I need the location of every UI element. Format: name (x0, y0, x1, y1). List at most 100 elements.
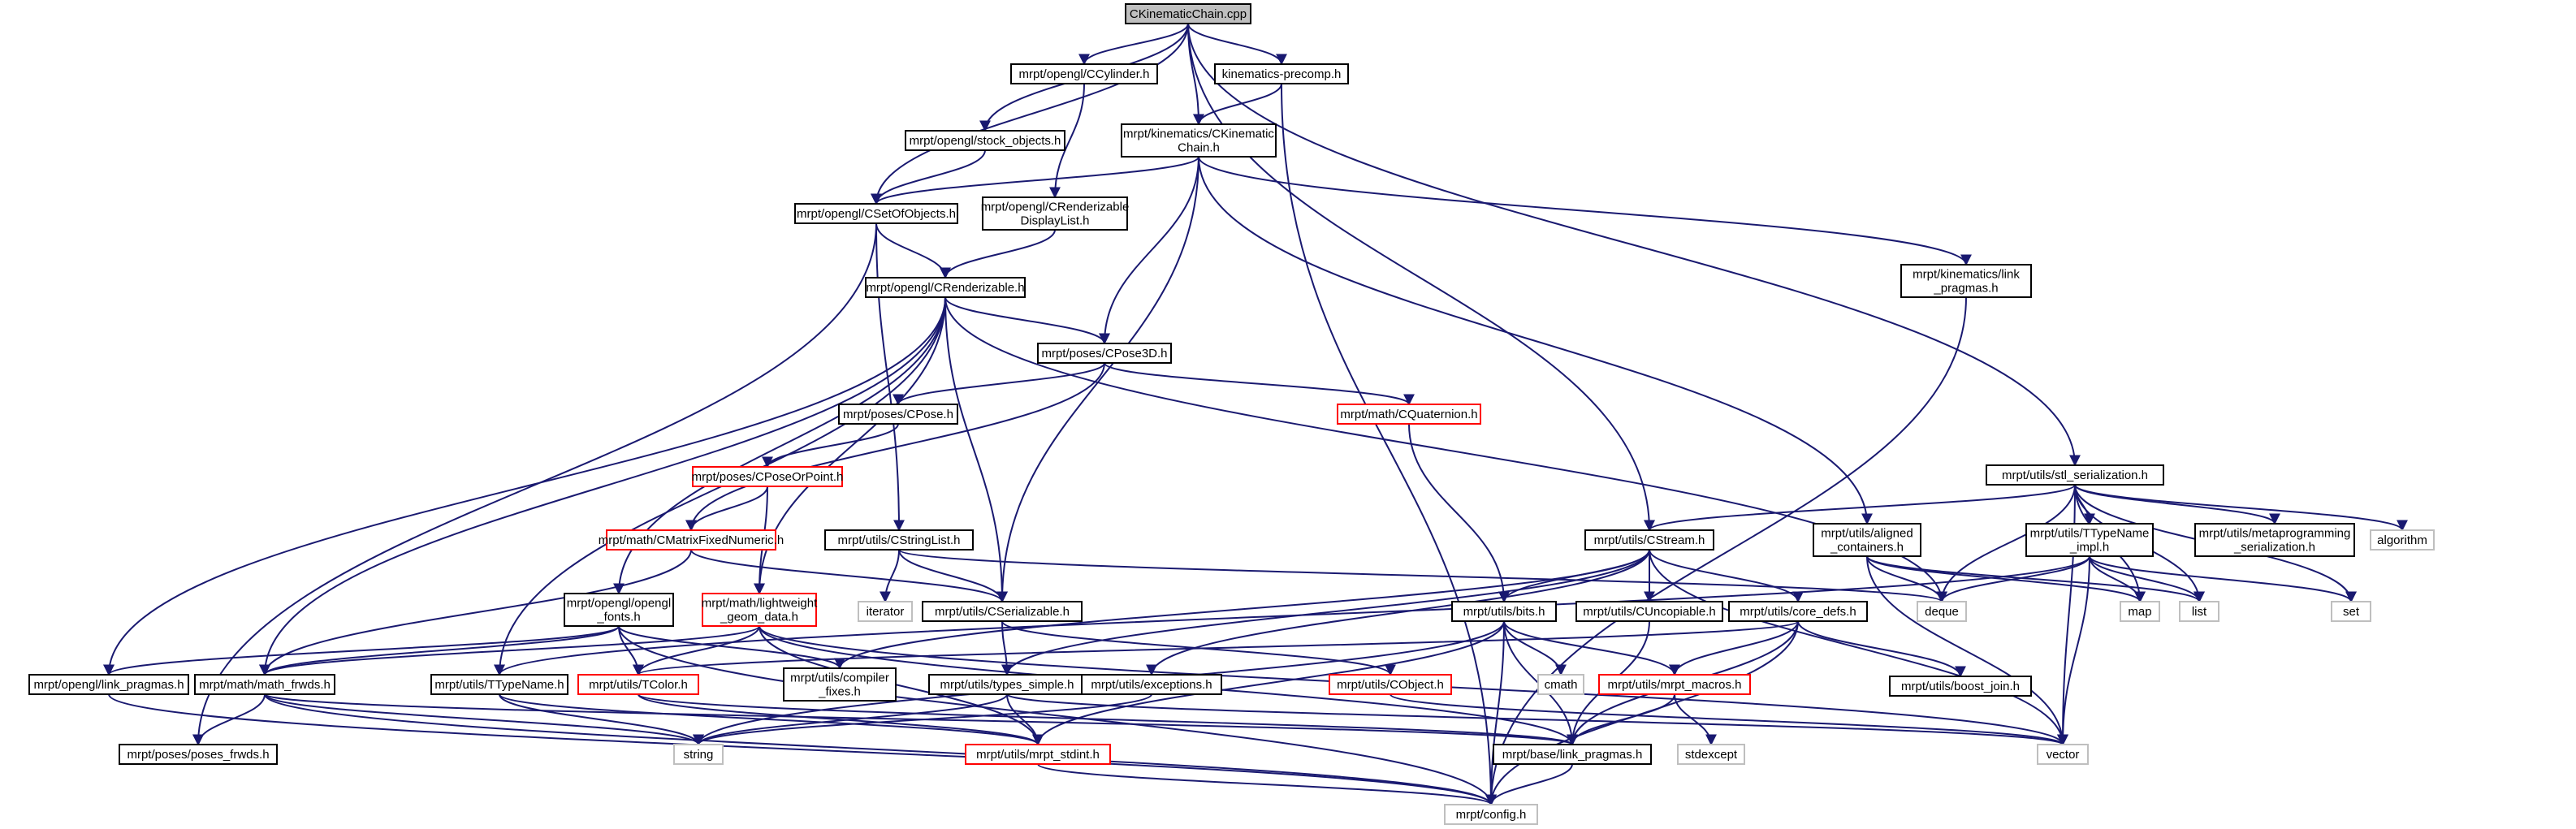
node-boostjoin[interactable]: mrpt/utils/boost_join.h (1889, 676, 2032, 697)
node-stockobj[interactable]: mrpt/opengl/stock_objects.h (905, 130, 1065, 151)
node-label-ccylinder-line0: mrpt/opengl/CCylinder.h (1019, 67, 1150, 81)
node-box-klinkpragmas (1900, 264, 2032, 298)
edge-typessimple-to-vector (1006, 693, 2068, 746)
node-label-ckinchain-line0: mrpt/kinematics/CKinematic (1123, 127, 1274, 141)
node-cpose3d[interactable]: mrpt/poses/CPose3D.h (1037, 343, 1172, 364)
node-tcolor[interactable]: mrpt/utils/TColor.h (577, 674, 699, 695)
node-label-bits-line0: mrpt/utils/bits.h (1463, 605, 1545, 619)
node-iterator[interactable]: iterator (858, 601, 913, 622)
node-ttypeimpl[interactable]: mrpt/utils/TTypeName_impl.h (2025, 523, 2154, 557)
node-klinkpragmas[interactable]: mrpt/kinematics/link_pragmas.h (1900, 264, 2032, 298)
edge-exceptions-to-string (693, 693, 1152, 746)
edge-stlser-to-metaprog (2074, 484, 2280, 525)
node-typessimple[interactable]: mrpt/utils/types_simple.h (928, 674, 1086, 695)
node-label-coredefs-line0: mrpt/utils/core_defs.h (1740, 605, 1856, 619)
node-box-ttypename (430, 674, 568, 695)
node-mrptstdint[interactable]: mrpt/utils/mrpt_stdint.h (965, 744, 1111, 765)
node-config[interactable]: mrpt/config.h (1444, 804, 1538, 825)
node-deque[interactable]: deque (1917, 601, 1967, 622)
node-ttypename[interactable]: mrpt/utils/TTypeName.h (430, 674, 568, 695)
node-cquat[interactable]: mrpt/math/CQuaternion.h (1337, 404, 1481, 425)
node-root[interactable]: CKinematicChain.cpp (1125, 3, 1251, 24)
node-list[interactable]: list (2179, 601, 2219, 622)
node-box-posesfrwds (119, 744, 278, 765)
node-vector[interactable]: vector (2037, 744, 2089, 765)
node-label-cpose3d-line0: mrpt/poses/CPose3D.h (1041, 347, 1167, 361)
node-box-deque (1917, 601, 1967, 622)
node-box-vector (2037, 744, 2089, 765)
node-lwgeom[interactable]: mrpt/math/lightweight_geom_data.h (702, 593, 818, 627)
edge-blinkpragmas-to-config (1485, 763, 1573, 806)
node-mrptmacros[interactable]: mrpt/utils/mrpt_macros.h (1598, 674, 1751, 695)
node-cposeorpoint[interactable]: mrpt/poses/CPoseOrPoint.h (692, 466, 844, 487)
edge-cstream-to-compfixes (834, 549, 1650, 670)
node-label-aligned-line1: _containers.h (1830, 541, 1904, 555)
node-compfixes[interactable]: mrpt/utils/compiler_fixes.h (783, 667, 897, 702)
node-box-string (673, 744, 724, 765)
node-exceptions[interactable]: mrpt/utils/exceptions.h (1081, 674, 1222, 695)
node-label-stdexcept-line0: stdexcept (1685, 748, 1738, 762)
edge-lwgeom-to-mrptstdint (759, 625, 1044, 746)
edge-openglfonts-to-olinkpragmas (103, 625, 620, 676)
node-label-stlser-line0: mrpt/utils/stl_serialization.h (2002, 468, 2148, 482)
node-metaprog[interactable]: mrpt/utils/metaprogramming_serialization… (2194, 523, 2355, 557)
edge-ttypeimpl-to-list (2089, 555, 2205, 603)
node-cmatfixed[interactable]: mrpt/math/CMatrixFixedNumeric.h (599, 529, 784, 551)
edge-root-to-kinprecomp (1187, 23, 1287, 66)
node-kinprecomp[interactable]: kinematics-precomp.h (1214, 63, 1349, 84)
node-crend[interactable]: mrpt/opengl/CRenderizable.h (865, 277, 1026, 298)
edge-cquat-to-bits (1408, 423, 1510, 603)
edge-klinkpragmas-to-config (1485, 296, 1967, 806)
node-label-csetobj-line0: mrpt/opengl/CSetOfObjects.h (797, 207, 956, 221)
node-olinkpragmas[interactable]: mrpt/opengl/link_pragmas.h (28, 674, 189, 695)
edge-cstream-to-vector (1649, 549, 2068, 746)
node-aligned[interactable]: mrpt/utils/aligned_containers.h (1813, 523, 1921, 557)
edge-cobject-to-vector (1390, 693, 2068, 746)
node-label-set-line0: set (2343, 605, 2360, 619)
node-openglfonts[interactable]: mrpt/opengl/opengl_fonts.h (564, 593, 674, 627)
node-stlser[interactable]: mrpt/utils/stl_serialization.h (1986, 464, 2164, 486)
node-cpose[interactable]: mrpt/poses/CPose.h (838, 404, 958, 425)
node-set[interactable]: set (2331, 601, 2371, 622)
node-box-iterator (858, 601, 913, 622)
node-ccylinder[interactable]: mrpt/opengl/CCylinder.h (1010, 63, 1158, 84)
node-algorithm[interactable]: algorithm (2370, 529, 2435, 551)
node-label-lwgeom-line1: _geom_data.h (720, 611, 798, 624)
edge-ttypename-to-string (499, 693, 704, 746)
node-stdexcept[interactable]: stdexcept (1677, 744, 1745, 765)
edge-cstringlist-to-deque (898, 549, 1947, 603)
node-label-mathfrwds-line0: mrpt/math/math_frwds.h (199, 678, 331, 692)
node-box-set (2331, 601, 2371, 622)
edge-aligned-to-list (1866, 555, 2205, 603)
node-csetobj[interactable]: mrpt/opengl/CSetOfObjects.h (794, 203, 958, 224)
node-blinkpragmas[interactable]: mrpt/base/link_pragmas.h (1493, 744, 1652, 765)
node-map[interactable]: map (2120, 601, 2160, 622)
node-box-ttypeimpl (2025, 523, 2154, 557)
node-cuncopi[interactable]: mrpt/utils/CUncopiable.h (1575, 601, 1723, 622)
node-label-string-line0: string (684, 748, 714, 762)
edge-cserial-to-typessimple (1001, 620, 1013, 676)
node-label-typessimple-line0: mrpt/utils/types_simple.h (940, 678, 1074, 692)
node-coredefs[interactable]: mrpt/utils/core_defs.h (1728, 601, 1868, 622)
node-mathfrwds[interactable]: mrpt/math/math_frwds.h (194, 674, 335, 695)
node-box-exceptions (1081, 674, 1222, 695)
node-box-config (1444, 804, 1538, 825)
node-cserial[interactable]: mrpt/utils/CSerializable.h (922, 601, 1083, 622)
node-box-root (1125, 3, 1251, 24)
edge-openglfonts-to-compfixes (618, 625, 845, 670)
node-cstream[interactable]: mrpt/utils/CStream.h (1584, 529, 1714, 551)
node-ckinchain[interactable]: mrpt/kinematics/CKinematicChain.h (1121, 123, 1277, 158)
node-label-mrptmacros-line0: mrpt/utils/mrpt_macros.h (1607, 678, 1741, 692)
node-label-vector-line0: vector (2047, 748, 2080, 762)
node-string[interactable]: string (673, 744, 724, 765)
node-label-cstringlist-line0: mrpt/utils/CStringList.h (838, 533, 961, 547)
node-box-map (2120, 601, 2160, 622)
node-posesfrwds[interactable]: mrpt/poses/poses_frwds.h (119, 744, 278, 765)
node-label-ttypeimpl-line1: _impl.h (2069, 541, 2109, 555)
node-cmath[interactable]: cmath (1537, 674, 1584, 695)
node-bits[interactable]: mrpt/utils/bits.h (1451, 601, 1557, 622)
edge-openglfonts-to-mathfrwds (259, 625, 620, 676)
node-cobject[interactable]: mrpt/utils/CObject.h (1329, 674, 1452, 695)
node-cstringlist[interactable]: mrpt/utils/CStringList.h (824, 529, 974, 551)
